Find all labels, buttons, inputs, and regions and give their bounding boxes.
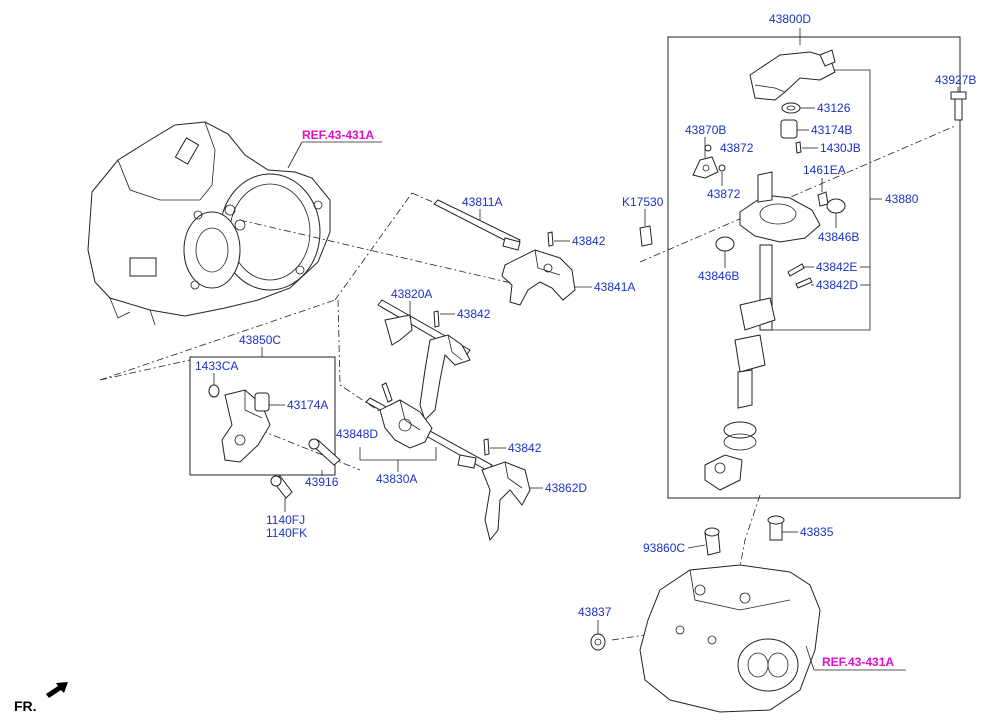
shift-lug-43841A [501,249,576,306]
label-93860C: 93860C [643,541,685,555]
shift-rail-43811A [433,199,521,251]
bolt-43927B [950,91,967,121]
label-43842E: 43842E [816,260,857,274]
assembly-box-43880 [667,36,961,499]
label-43830A: 43830A [376,472,417,486]
assembly-box-43850C [189,356,336,476]
reference-label-bottom: REF.43-431A [822,655,894,669]
label-43811A: 43811A [462,195,502,209]
housing-43880 [739,171,821,243]
label-43174A: 43174A [287,398,328,412]
label-43835: 43835 [800,525,834,539]
label-43846B-b: 43846B [698,269,739,283]
label-43872-b: 43872 [707,187,741,201]
label-1430JB: 1430JB [820,141,861,155]
pin-43872 [704,144,726,172]
label-43800D: 43800D [769,12,811,26]
pin-43842E [787,263,805,277]
label-43880: 43880 [885,192,919,206]
label-43872-a: 43872 [720,141,754,155]
orientation-label: FR. [14,698,37,714]
plug-43837 [590,633,606,651]
bolt-1140FJ [270,475,293,499]
pin-43842-a [547,231,554,247]
arrow-left-down-icon [46,682,68,698]
label-43126: 43126 [817,101,851,115]
lever-43850C [208,384,271,463]
pin-43842-c [483,438,490,456]
label-43850C: 43850C [239,333,281,347]
bolt-43916 [308,438,341,466]
transaxle-case-right [639,564,821,713]
spring-43880 [723,421,757,451]
label-43837: 43837 [578,605,612,619]
reference-label-top: REF.43-431A [302,128,374,142]
bushing-43846B-a [826,198,846,214]
pin-43842D [795,277,813,289]
label-43916: 43916 [305,475,339,489]
label-43848D: 43848D [336,427,378,441]
shift-fork-43830A [379,382,433,449]
plug-43835 [767,515,785,541]
label-K17530: K17530 [622,195,664,209]
label-43870B: 43870B [685,123,726,137]
bracket-43870B [692,156,719,179]
bushing-43846B-b [715,236,735,252]
plug-1461EA [817,191,829,207]
label-43862D: 43862D [545,481,587,495]
washer-43126 [781,102,801,114]
switch-93860C [704,527,721,556]
pin-1430JB [795,141,802,154]
label-1140FJ: 1140FJ [266,513,305,527]
shift-fork-43862D [481,461,531,542]
sensor-K17530 [639,225,653,247]
bushing-43174B [780,119,798,139]
label-1433CA: 1433CA [195,359,238,373]
label-43842-c: 43842 [508,441,542,455]
label-43820A: 43820A [391,287,432,301]
label-43174B: 43174B [811,123,852,137]
shaft-43880 [734,244,776,409]
label-43927B: 43927B [935,73,976,87]
bracket-43880 [704,454,743,491]
shift-fork-43820A [384,314,471,421]
lever-43800D [749,49,836,101]
label-43846B-a: 43846B [818,230,859,244]
label-1461EA: 1461EA [803,163,846,177]
transaxle-case-left [87,121,331,326]
label-1140FK: 1140FK [266,526,307,540]
label-43841A: 43841A [594,280,635,294]
label-43842-a: 43842 [572,234,606,248]
label-43842D: 43842D [816,278,858,292]
label-43842-b: 43842 [457,307,491,321]
pin-43842-b [433,310,440,328]
